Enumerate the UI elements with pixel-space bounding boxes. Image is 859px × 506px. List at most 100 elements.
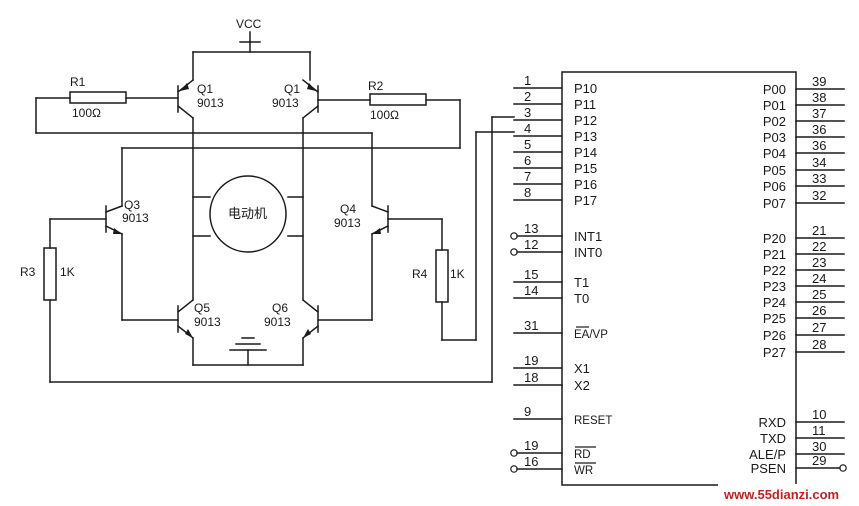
pin-number: 26 — [812, 303, 826, 318]
ground-symbol — [192, 337, 304, 366]
pin-name: P23 — [763, 279, 786, 294]
pin-number: 36 — [812, 122, 826, 137]
pin-number: 3 — [524, 105, 531, 120]
pin-name: P20 — [763, 231, 786, 246]
pin-number: 31 — [524, 318, 538, 333]
pin-name: P21 — [763, 247, 786, 262]
pin-name: P13 — [574, 129, 597, 144]
pin-number: 6 — [524, 153, 531, 168]
pin-name: RXD — [759, 415, 786, 430]
pin-name: P24 — [763, 295, 786, 310]
pin-name: X1 — [574, 361, 590, 376]
pin-number: 36 — [812, 138, 826, 153]
pin-terminal-circle — [839, 464, 847, 472]
pin-number: 12 — [524, 237, 538, 252]
mcu-left-pins: 1P102P113P124P135P146P157P168P1713INT112… — [510, 73, 612, 477]
pin-number: 10 — [812, 407, 826, 422]
pin-number: 39 — [812, 74, 826, 89]
pin-name: TXD — [760, 431, 786, 446]
q3-type: 9013 — [122, 211, 149, 225]
pin-name: P15 — [574, 161, 597, 176]
microcontroller: 1P102P113P124P135P146P157P168P1713INT112… — [510, 71, 847, 486]
pin-number: 32 — [812, 188, 826, 203]
pin-terminal-circle — [510, 248, 518, 256]
vcc-label: VCC — [236, 17, 262, 31]
pin-name: EA/VP — [574, 329, 608, 341]
pin-name: P06 — [763, 179, 786, 194]
q4-name: Q4 — [340, 202, 356, 216]
pin-number: 18 — [524, 370, 538, 385]
q6-name: Q6 — [272, 301, 288, 315]
pin-number: 13 — [524, 221, 538, 236]
transistor-q5: Q5 9013 — [176, 298, 221, 366]
pin-name: RESET — [574, 415, 612, 427]
q3-name: Q3 — [124, 198, 140, 212]
q1-right-type: 9013 — [272, 96, 299, 110]
mcu-right-pins: 39P0038P0137P0236P0336P0434P0533P0632P07… — [749, 74, 847, 476]
pin-number: 2 — [524, 89, 531, 104]
transistor-q1-right: Q1 9013 — [272, 78, 320, 120]
pin-number: 28 — [812, 337, 826, 352]
r2-value: 100Ω — [370, 108, 399, 122]
r4-name: R4 — [412, 267, 428, 281]
pin-name: P10 — [574, 81, 597, 96]
pin-name: INT1 — [574, 229, 602, 244]
r1-value: 100Ω — [72, 106, 101, 120]
r4-value: 1K — [450, 267, 465, 281]
pin-terminal-circle — [510, 449, 518, 457]
pin-name: P00 — [763, 82, 786, 97]
pin-number: 15 — [524, 267, 538, 282]
pin-number: 5 — [524, 137, 531, 152]
pin-name: WR — [574, 465, 593, 477]
transistor-q4: Q4 9013 — [317, 202, 443, 321]
transistor-q1-left: Q1 9013 — [176, 78, 224, 120]
q6-type: 9013 — [264, 315, 291, 329]
resistor-r2: R2 100Ω — [121, 79, 461, 207]
watermark-text: www.55dianzi.com — [723, 487, 839, 502]
pin-number: 8 — [524, 185, 531, 200]
pin-number: 21 — [812, 223, 826, 238]
pin-number: 27 — [812, 320, 826, 335]
motor: 电动机 — [209, 175, 287, 253]
r1-name: R1 — [70, 75, 86, 89]
pin-name: P16 — [574, 177, 597, 192]
pin-number: 38 — [812, 90, 826, 105]
pin-number: 14 — [524, 283, 538, 298]
pin-number: 11 — [812, 423, 826, 438]
pin-number: 16 — [524, 454, 538, 469]
pin-number: 22 — [812, 239, 826, 254]
pin-number: 7 — [524, 169, 531, 184]
pin-number: 1 — [524, 73, 531, 88]
resistor-r3: R3 1K — [20, 116, 515, 383]
pin-terminal-circle — [510, 465, 518, 473]
